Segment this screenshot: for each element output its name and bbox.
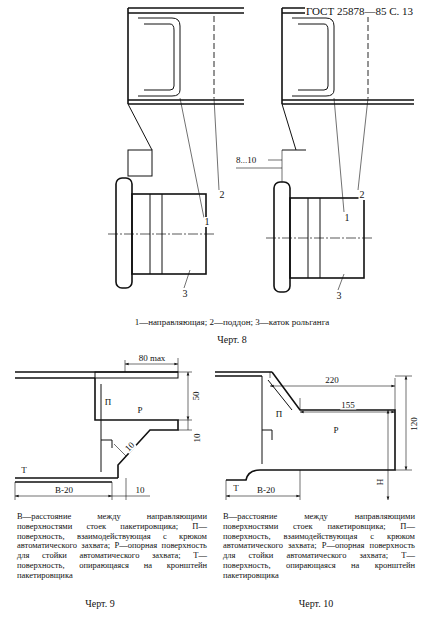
dimension: 220: [324, 376, 340, 385]
callout-number: 1: [204, 217, 211, 227]
figure-legend: 1—направляющая; 2—поддон; 3—каток рольга…: [134, 318, 331, 327]
figure-legend: В—расстояние между направляющими поверхн…: [16, 512, 208, 580]
surface-letter: Р: [332, 426, 339, 435]
dimension: 10: [135, 486, 146, 495]
fig8-left: [108, 8, 244, 288]
dimension: 120: [410, 416, 419, 432]
dimension: В-20: [256, 486, 276, 495]
surface-letter: Т: [20, 466, 28, 475]
dimension: Н: [376, 478, 385, 487]
callout-number: 1: [344, 213, 351, 223]
figure-number: Черт. 8: [216, 335, 247, 345]
surface-letter: Т: [232, 484, 240, 493]
fig8-right: [236, 8, 414, 292]
callout-number: 2: [219, 190, 226, 200]
dimension: 50: [192, 391, 201, 402]
callout-number: 2: [359, 190, 366, 200]
dimension: 155: [340, 401, 356, 410]
dimension: 80 max: [138, 354, 167, 363]
page-header: ГОСТ 25878—85 С. 13: [305, 6, 414, 17]
dimension: 8...10: [235, 156, 257, 165]
callout-number: 3: [336, 291, 343, 301]
dimension: В-20: [54, 486, 74, 495]
figure-number: Черт. 10: [298, 599, 334, 609]
callout-number: 3: [182, 289, 189, 299]
figure-number: Черт. 9: [84, 599, 115, 609]
fig9: [15, 358, 192, 500]
surface-letter: Р: [136, 406, 143, 415]
fig10: [215, 372, 412, 500]
surface-letter: П: [104, 398, 113, 407]
figure-legend: В—расстояние между направляющими поверхн…: [222, 512, 416, 580]
surface-letter: П: [275, 410, 284, 419]
dimension: 10: [193, 433, 202, 444]
dimension: 10: [123, 440, 137, 454]
